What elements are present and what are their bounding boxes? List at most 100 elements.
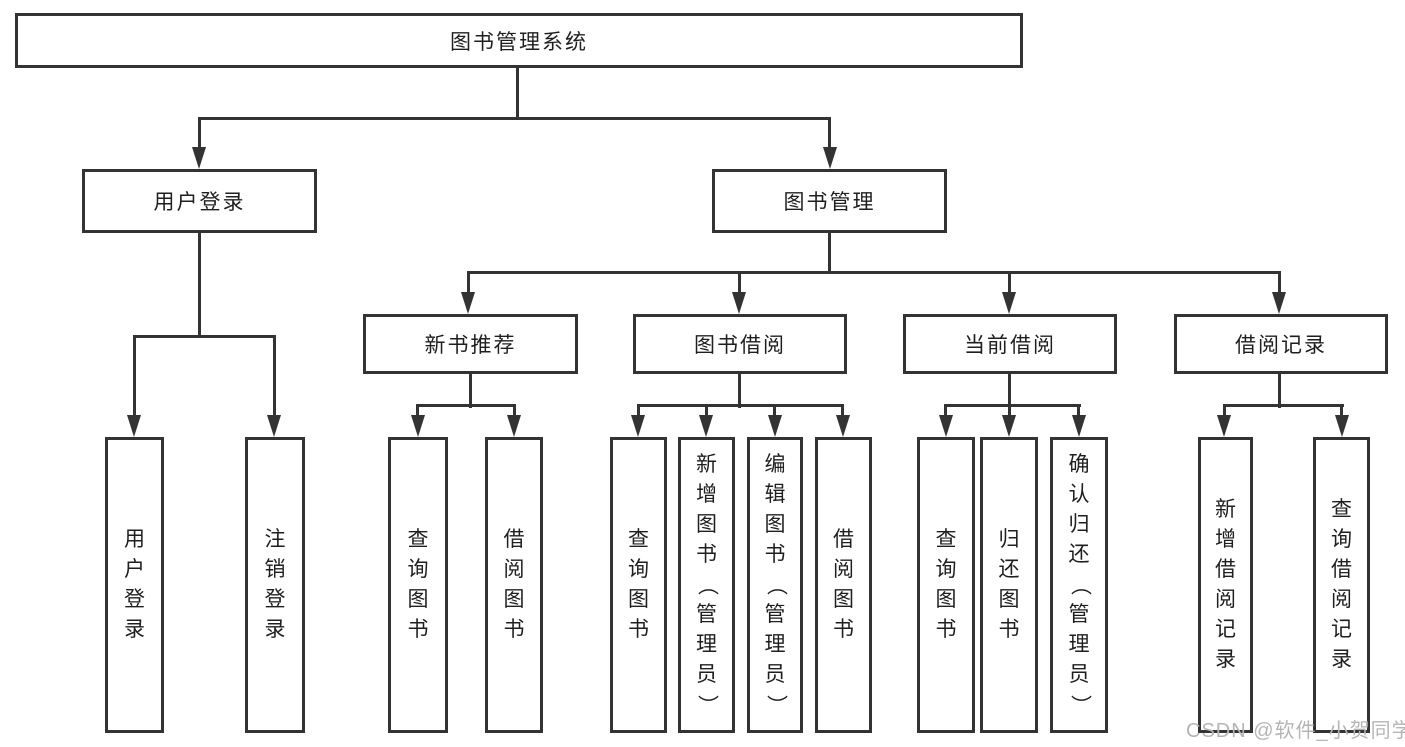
connector-bb-leaf1-drop bbox=[637, 404, 640, 417]
leaf-label-char: 归 bbox=[998, 528, 1020, 551]
connector-root-stem bbox=[516, 67, 519, 119]
leaf-label-char: 认 bbox=[1068, 483, 1090, 506]
arrow-to-book-mgmt bbox=[823, 147, 837, 169]
leaf-label-char: 书 bbox=[833, 618, 854, 641]
leaf-label-char: 确 bbox=[1068, 453, 1090, 476]
leaf-cb-query-books: 查询图书 bbox=[917, 437, 975, 733]
arrow-to-nb-query bbox=[411, 415, 425, 437]
connector-root-crossbar bbox=[198, 117, 831, 120]
node-library-system-label: 图书管理系统 bbox=[450, 30, 588, 54]
connector-br-leaf2-drop bbox=[1340, 404, 1343, 417]
arrow-to-leaf-logout bbox=[267, 415, 281, 437]
leaf-label-char: 员 bbox=[696, 663, 717, 686]
leaf-bb-query-books: 查询图书 bbox=[610, 437, 667, 733]
arrow-to-bb-add bbox=[699, 415, 713, 437]
leaf-label-char: 图 bbox=[935, 588, 957, 611]
leaf-label-char: 增 bbox=[696, 483, 717, 506]
connector-bb-leaf3-drop bbox=[773, 404, 776, 417]
leaf-label-char: 借 bbox=[503, 528, 525, 551]
leaf-label-char: 图 bbox=[998, 588, 1020, 611]
csdn-watermark: CSDN @软件_小贺同学 bbox=[1186, 720, 1405, 742]
node-user-login-label: 用户登录 bbox=[153, 191, 246, 214]
leaf-label-char: 书 bbox=[935, 618, 957, 641]
connector-leaf-login-drop bbox=[133, 335, 136, 416]
leaf-label-char: 销 bbox=[264, 558, 286, 581]
arrow-to-current-borrow bbox=[1002, 292, 1016, 314]
arrow-to-br-add bbox=[1217, 415, 1231, 437]
connector-book-borrow-crossbar bbox=[637, 404, 844, 407]
leaf-label-char: 归 bbox=[1068, 513, 1090, 536]
leaf-label-char: 录 bbox=[1331, 648, 1352, 671]
leaf-label-char: 用 bbox=[124, 528, 145, 551]
node-book-management: 图书管理 bbox=[712, 169, 947, 233]
leaf-label-char: 录 bbox=[1215, 648, 1236, 671]
leaf-label-char: 询 bbox=[1331, 528, 1352, 551]
leaf-label-char: 书 bbox=[503, 618, 525, 641]
leaf-label-char: 还 bbox=[998, 558, 1020, 581]
node-book-borrow-label: 图书借阅 bbox=[694, 334, 786, 357]
leaf-label-char: 记 bbox=[1331, 618, 1352, 641]
arrow-to-user-login bbox=[192, 147, 206, 169]
connector-bb-leaf4-drop bbox=[841, 404, 844, 417]
node-current-borrow: 当前借阅 bbox=[903, 314, 1117, 374]
arrow-to-br-query bbox=[1335, 415, 1349, 437]
leaf-label-char: 书 bbox=[998, 618, 1020, 641]
leaf-label-char: ） bbox=[695, 694, 719, 716]
connector-borrow-records-crossbar bbox=[1223, 404, 1344, 407]
node-new-book-recommend-label: 新书推荐 bbox=[424, 334, 517, 357]
connector-br-leaf1-drop bbox=[1223, 404, 1226, 417]
connector-new-books-drop bbox=[467, 271, 470, 295]
leaf-label-char: ） bbox=[764, 694, 787, 716]
leaf-label-char: 管 bbox=[764, 603, 786, 626]
node-book-management-label: 图书管理 bbox=[783, 191, 876, 214]
leaf-label-char: 注 bbox=[264, 528, 286, 551]
connector-book-borrow-stem bbox=[738, 374, 741, 408]
leaf-bb-add-books-admin: 新增图书（管理员） bbox=[678, 437, 735, 733]
leaf-label-char: 理 bbox=[764, 633, 786, 656]
leaf-label-char: 新 bbox=[1215, 498, 1236, 521]
leaf-label-char: 询 bbox=[628, 558, 649, 581]
connector-book-mgmt-stem bbox=[828, 233, 831, 274]
leaf-label-char: 图 bbox=[503, 588, 525, 611]
connector-user-login-drop bbox=[198, 117, 201, 149]
leaf-nb-borrow-books: 借阅图书 bbox=[485, 437, 543, 733]
leaf-label-char: 询 bbox=[935, 558, 957, 581]
arrow-to-bb-query bbox=[631, 415, 645, 437]
arrow-to-bb-edit bbox=[768, 415, 782, 437]
connector-new-books-stem bbox=[469, 374, 472, 408]
leaf-label-char: 借 bbox=[1331, 558, 1352, 581]
node-book-borrow: 图书借阅 bbox=[633, 314, 847, 374]
leaf-label-char: 图 bbox=[764, 513, 786, 536]
leaf-label-char: 员 bbox=[1068, 663, 1090, 686]
leaf-cb-return-books: 归还图书 bbox=[980, 437, 1038, 733]
leaf-label-char: （ bbox=[695, 574, 719, 596]
leaf-label-char: 查 bbox=[935, 528, 957, 551]
node-library-system: 图书管理系统 bbox=[15, 13, 1023, 68]
leaf-nb-query-books: 查询图书 bbox=[388, 437, 448, 733]
leaf-label-char: 增 bbox=[1215, 528, 1236, 551]
leaf-br-query-record: 查询借阅记录 bbox=[1313, 437, 1370, 733]
leaf-logout: 注销登录 bbox=[245, 437, 305, 733]
node-new-book-recommend: 新书推荐 bbox=[363, 314, 578, 374]
leaf-label-char: 查 bbox=[407, 528, 429, 551]
leaf-label-char: 记 bbox=[1215, 618, 1236, 641]
arrow-to-bb-borrow bbox=[836, 415, 850, 437]
node-borrow-records: 借阅记录 bbox=[1174, 314, 1388, 374]
leaf-label-char: 图 bbox=[407, 588, 429, 611]
leaf-label-char: 阅 bbox=[503, 558, 525, 581]
leaf-label-char: ） bbox=[1068, 694, 1091, 716]
leaf-cb-confirm-return-admin: 确认归还（管理员） bbox=[1050, 437, 1108, 733]
leaf-label-char: 阅 bbox=[1215, 588, 1236, 611]
leaf-label-char: 户 bbox=[124, 558, 145, 581]
leaf-label-char: 登 bbox=[264, 588, 286, 611]
leaf-label-char: 图 bbox=[628, 588, 649, 611]
leaf-label-char: 借 bbox=[1215, 558, 1236, 581]
leaf-label-char: （ bbox=[1068, 574, 1091, 596]
leaf-label-char: 书 bbox=[696, 543, 717, 566]
connector-bb-leaf2-drop bbox=[705, 404, 708, 417]
leaf-label-char: 管 bbox=[696, 603, 717, 626]
leaf-label-char: 员 bbox=[764, 663, 786, 686]
leaf-bb-borrow-books: 借阅图书 bbox=[815, 437, 872, 733]
connector-nb-leaf2-drop bbox=[513, 404, 516, 417]
